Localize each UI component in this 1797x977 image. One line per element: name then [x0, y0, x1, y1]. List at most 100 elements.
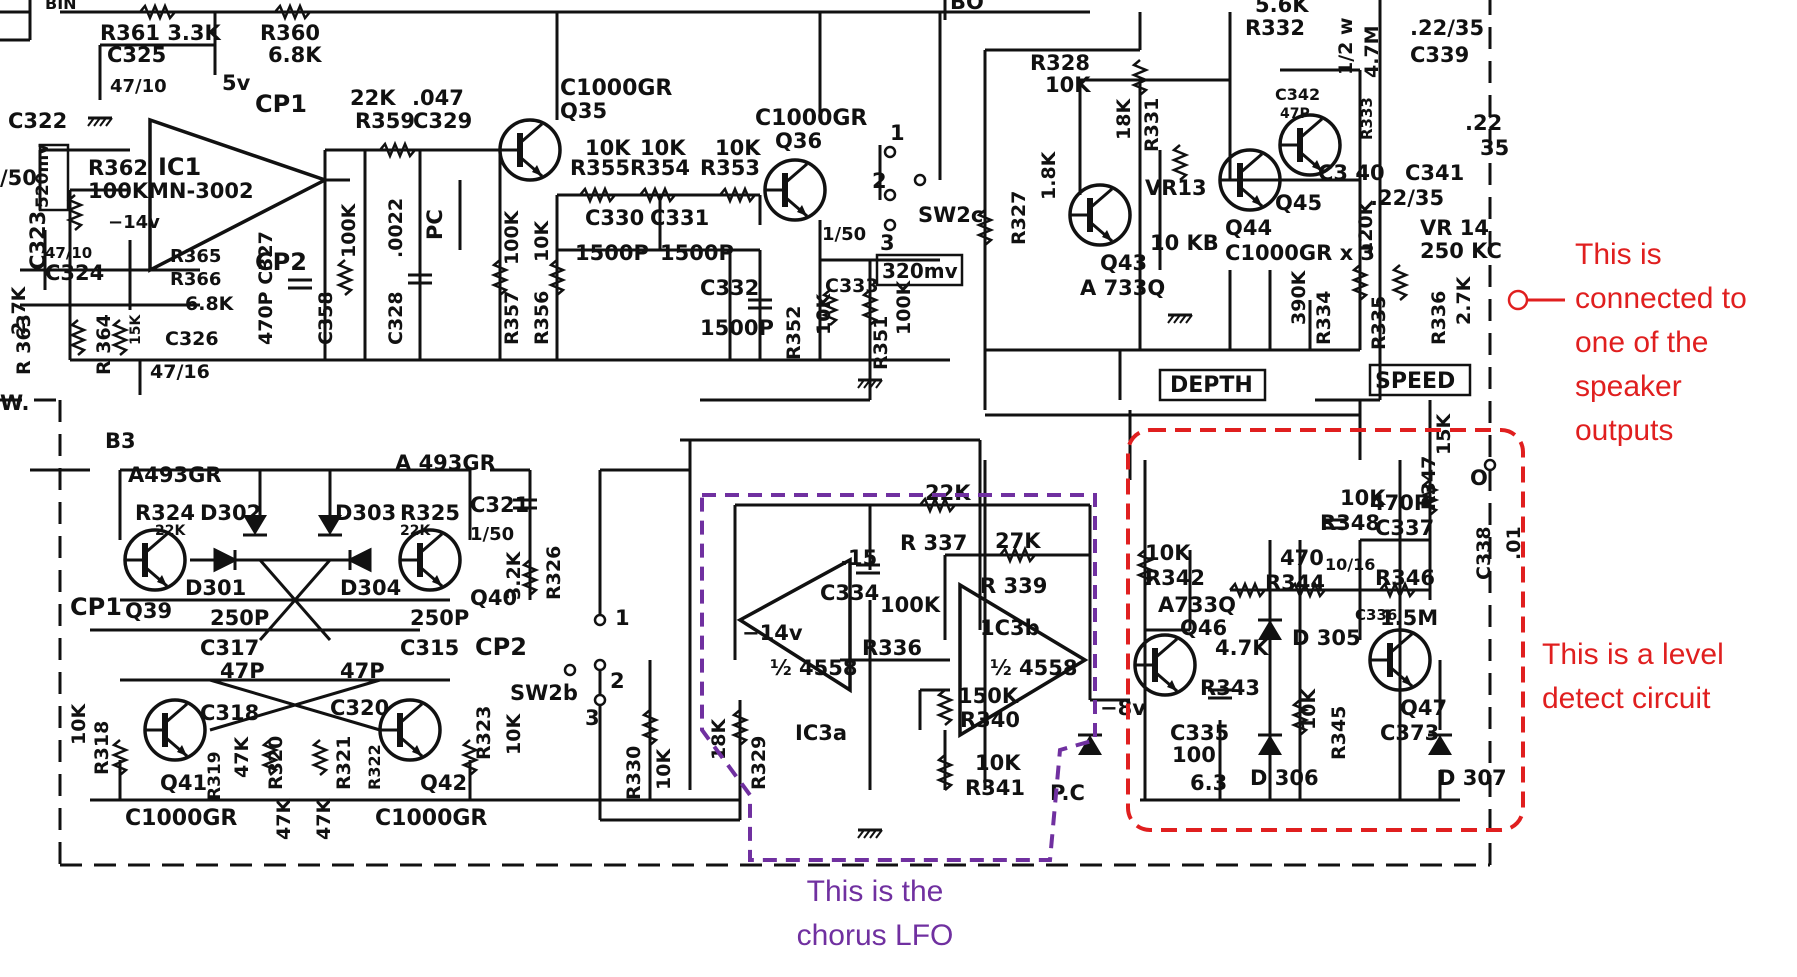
label-a733q-q46: A733Q: [1158, 593, 1236, 617]
label-250kc: 250 KC: [1420, 239, 1502, 263]
label-r345: R345: [1328, 706, 1350, 760]
label-18k-r331: 18K: [1113, 98, 1135, 140]
label-100k-r351: 100K: [893, 279, 915, 335]
label-c337: C337: [1375, 516, 1434, 540]
label-001: .01: [1503, 526, 1525, 560]
annotation-line: speaker: [1575, 370, 1682, 403]
voltage-boxes: [38, 143, 1472, 402]
label-w: W.: [0, 391, 29, 415]
label-47k-c: 47K: [313, 798, 335, 840]
label-10k-r342: 10K: [1145, 541, 1191, 565]
label-47-16: 47/16: [150, 361, 210, 383]
label-c323: C323: [26, 211, 50, 270]
label-c329: C329: [413, 109, 472, 133]
label-150k: 150K: [958, 684, 1019, 708]
label-r335: R335: [1368, 296, 1390, 350]
label-15k-r364: 15K: [128, 314, 144, 345]
label-150-c321: 1/50: [470, 524, 514, 545]
label-27k-r339: 27K: [995, 529, 1041, 553]
label-22-right: .22: [1465, 111, 1502, 135]
label-r324: R324: [135, 501, 195, 525]
label-15k-r347: 15K: [1433, 413, 1455, 455]
label-r339: R 339: [980, 574, 1047, 598]
label-d307: D 307: [1438, 766, 1507, 790]
label-d305: D 305: [1292, 626, 1361, 650]
annotation-speaker-output: This is connected to one of the speaker …: [1575, 233, 1747, 453]
label-320mv: 320mv: [882, 259, 958, 283]
label-sw2c: SW2c: [918, 203, 983, 227]
label-vr14: VR 14: [1420, 216, 1489, 240]
ic-triangles: [148, 117, 1089, 739]
label-r336-top: R336: [1428, 291, 1450, 345]
label-r321: R321: [333, 736, 355, 790]
label-100-c335: 100: [1172, 743, 1216, 767]
label-22k-a: 22K: [350, 86, 396, 110]
label-q45: Q45: [1275, 191, 1322, 215]
label-63: 6.3: [1190, 771, 1227, 795]
label-c334: C334: [820, 581, 879, 605]
label-68k: 6.8K: [185, 293, 235, 315]
label-r359: R359: [355, 109, 415, 133]
label-10k-r341: 10K: [975, 751, 1021, 775]
label-r343: R343: [1200, 676, 1260, 700]
label-14v-b: −14v: [742, 621, 803, 645]
label-0022: .0022: [385, 198, 407, 258]
label-d303: D303: [335, 501, 396, 525]
label-r355: R355: [570, 156, 630, 180]
label-c336: C336: [1355, 606, 1397, 624]
label-speed: SPEED: [1375, 369, 1455, 394]
label-22-35-b: .22/35: [1370, 186, 1444, 210]
label-c322: C322: [8, 109, 67, 133]
label-r326: R326: [543, 546, 565, 600]
label-10k-r352: 10K: [813, 293, 835, 335]
label-r334: R334: [1313, 291, 1335, 345]
label-r361: R361 3.3K: [100, 21, 222, 45]
label-10k-r323: 10K: [503, 713, 525, 755]
label-q47: Q47: [1400, 696, 1447, 720]
label-c315: C315: [400, 636, 459, 660]
label-c1000gr-q41: C1000GR: [125, 806, 237, 831]
label-sw-b1: 1: [615, 606, 630, 630]
label-r351: R351: [870, 316, 892, 370]
label-10k-r345: 10K: [1298, 688, 1320, 730]
annotation-line: This is: [1575, 238, 1662, 271]
label-47p-c342: 47P: [1280, 106, 1310, 122]
label-c338: C338: [1473, 526, 1495, 580]
label-150: 1/50: [822, 224, 866, 245]
label-a493gr-right: A 493GR: [395, 451, 496, 475]
annotation-chorus-lfo: This is the chorus LFO: [760, 870, 990, 958]
label-047: .047: [412, 86, 464, 110]
label-c331: C331: [650, 206, 709, 230]
label-r341: R341: [965, 776, 1025, 800]
label-15m: 1.5M: [1380, 606, 1438, 630]
label-100k-r357: 100K: [501, 209, 523, 265]
label-r342: R342: [1145, 566, 1205, 590]
label-c1000grx3: C1000GR x 3: [1225, 241, 1375, 265]
label-half-w: 1/2 w: [1335, 17, 1357, 75]
label-r362-val: 100K: [88, 179, 149, 203]
label-sw-b3: 3: [585, 706, 600, 730]
label-r347: R347: [1418, 456, 1440, 510]
label-r322: R322: [365, 744, 384, 790]
label-r354: R354: [630, 156, 690, 180]
label-cp1-left: CP1: [70, 593, 122, 621]
label-q39: Q39: [125, 599, 172, 623]
label-q35: Q35: [560, 99, 607, 123]
label-r333: R333: [1358, 97, 1376, 140]
label-d301: D301: [185, 576, 246, 600]
label-c339: C339: [1410, 43, 1469, 67]
label-120k: 120K: [1355, 199, 1377, 255]
annotation-line: outputs: [1575, 414, 1674, 447]
label-14v-a: −14v: [108, 212, 160, 233]
label-27k-r336: 2.7K: [1453, 275, 1475, 325]
label-r353: R353: [700, 156, 760, 180]
label-r344: R344: [1265, 571, 1325, 595]
label-o: O: [1470, 466, 1488, 490]
label-ic3b: 1C3b: [980, 616, 1040, 640]
label-q46: Q46: [1180, 616, 1227, 640]
label-8v: −8v: [1100, 696, 1146, 720]
label-sw1: 1: [890, 121, 905, 145]
label-cp2-left: CP2: [475, 633, 527, 661]
label-r365: R365: [170, 246, 221, 267]
